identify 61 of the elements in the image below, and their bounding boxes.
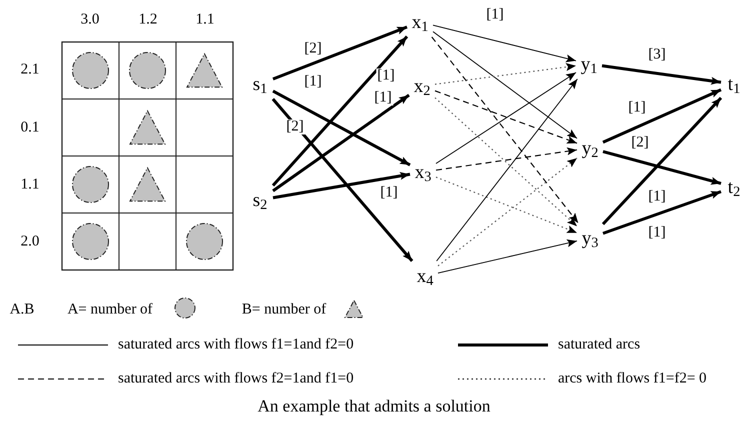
grid-header: 1.1 bbox=[20, 178, 40, 192]
arrow bbox=[434, 63, 576, 85]
arrow bbox=[438, 158, 578, 266]
arrow bbox=[432, 24, 576, 62]
vertex-label: y$_{1}$ bbox=[580, 54, 598, 74]
edge-label: [1] bbox=[647, 226, 667, 240]
grid-header: 3.0 bbox=[80, 12, 100, 28]
arrow bbox=[436, 147, 578, 171]
arrow bbox=[602, 88, 722, 144]
legend-note: A= number of bbox=[67, 302, 153, 318]
vertex-label: y$_{2}$ bbox=[582, 138, 598, 158]
edge-label: [3] bbox=[647, 48, 667, 62]
vertex-label: x$_{1}$ bbox=[412, 12, 428, 32]
vertex-label: x$_{2}$ bbox=[414, 76, 430, 96]
legend-text: saturated arcs with flows f1=1and f2=0 bbox=[118, 338, 354, 352]
arrow bbox=[602, 150, 722, 185]
edge-label: [1] bbox=[303, 74, 323, 90]
edge-label: [2] bbox=[303, 42, 323, 56]
arrow bbox=[272, 35, 408, 187]
vertex-label: t$_{1}$ bbox=[728, 74, 740, 94]
vertex-label: x$_{3}$ bbox=[414, 162, 432, 182]
vertex-label: x$_{4}$ bbox=[416, 266, 434, 286]
vertex-label: t$_{2}$ bbox=[728, 178, 740, 196]
edge-label: [2] bbox=[285, 120, 305, 134]
edge-label: [1] bbox=[379, 186, 399, 200]
legend-text: arcs with flows f1=f2= 0 bbox=[558, 372, 707, 386]
grid-header: 1.1 bbox=[196, 12, 214, 28]
legend-text: saturated arcs bbox=[558, 338, 640, 352]
arrow bbox=[432, 31, 578, 139]
edge-label: [2] bbox=[630, 136, 650, 150]
legend-note: A.B bbox=[10, 302, 34, 318]
arrow bbox=[602, 96, 722, 226]
grid-header: 2.0 bbox=[20, 234, 40, 250]
edge-label: [1] bbox=[485, 8, 505, 22]
arrow bbox=[436, 78, 578, 262]
arrow bbox=[272, 98, 414, 262]
arrow bbox=[436, 176, 578, 234]
legend-text: saturated arcs with flows f2=1and f1=0 bbox=[118, 372, 354, 386]
grid-header: 2.1 bbox=[20, 62, 40, 78]
edge-label: [1] bbox=[647, 190, 667, 204]
arrow bbox=[434, 90, 578, 144]
vertex-label: y$_{3}$ bbox=[582, 228, 598, 248]
legend-note: B= number of bbox=[242, 302, 326, 318]
arrow bbox=[272, 26, 408, 80]
arrow bbox=[602, 190, 722, 235]
grid-header: 0.1 bbox=[20, 120, 40, 136]
arrow bbox=[272, 90, 411, 166]
edge-label: [1] bbox=[373, 90, 393, 106]
caption: An example that admits a solution bbox=[258, 398, 490, 414]
arrow bbox=[438, 239, 578, 274]
grid-header: 1.2 bbox=[138, 12, 158, 28]
arrow bbox=[434, 97, 578, 227]
arrow bbox=[602, 64, 722, 85]
edge-label: [1] bbox=[376, 68, 396, 84]
arrow bbox=[272, 94, 410, 192]
arrow bbox=[436, 72, 576, 164]
vertex-label: s$_{1}$ bbox=[252, 74, 268, 94]
edge-label: [1] bbox=[627, 100, 647, 116]
arrow bbox=[431, 36, 579, 224]
arrow bbox=[272, 172, 410, 200]
vertex-label: s$_{2}$ bbox=[252, 190, 268, 210]
